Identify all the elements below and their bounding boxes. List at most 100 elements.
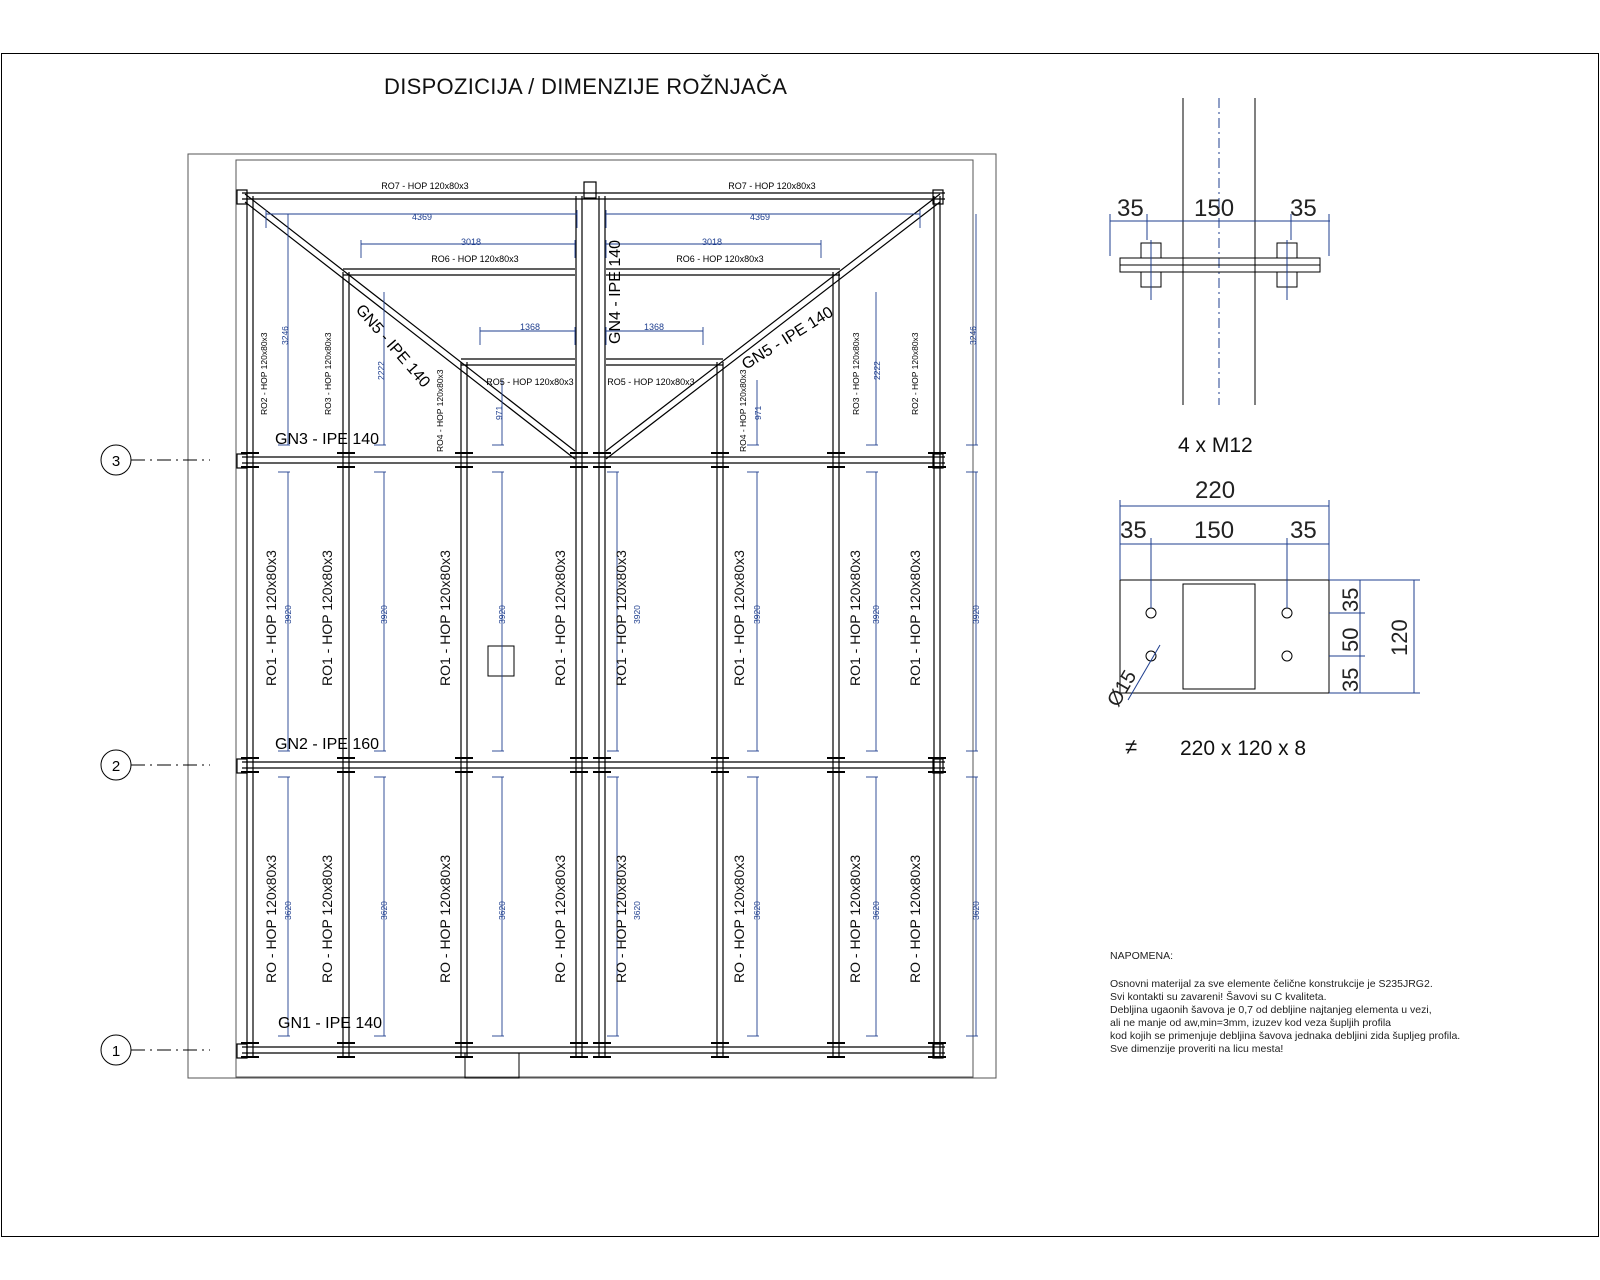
detail-plate-symbol: ≠: [1125, 734, 1137, 759]
bay-member-label: RO1 - HOP 120x80x3: [437, 550, 453, 686]
end-plate: [236, 1043, 248, 1059]
diagonal-line: [605, 193, 941, 452]
ro7-right-label: RO7 - HOP 120x80x3: [728, 181, 815, 191]
bay-dim-label: 3920: [752, 605, 762, 624]
upper-vertical-dim-5: 2222: [872, 361, 882, 380]
bay-dim-label: 3920: [379, 605, 389, 624]
connection-detail: [1109, 98, 1420, 701]
bay-member-label: RO1 - HOP 120x80x3: [263, 550, 279, 686]
note-line: Svi kontakti su zavareni! Šavovi su C kv…: [1110, 991, 1327, 1003]
axis-label-3: 3: [112, 453, 120, 470]
end-plate: [236, 453, 248, 469]
detail-plate-dim-3: 35: [1290, 517, 1317, 544]
gn4-label: GN4 - IPE 140: [607, 240, 624, 344]
axis-label-1: 1: [112, 1043, 120, 1060]
detail-plate-height: 120: [1387, 619, 1412, 656]
bay-dim-label: 3620: [971, 901, 981, 920]
plan-inner-border: [235, 159, 974, 1078]
detail-side-dim-3: 35: [1338, 668, 1363, 692]
ro6-left-label: RO6 - HOP 120x80x3: [431, 254, 518, 264]
note-line: kod kojih se primenjuje debljina šavova …: [1110, 1030, 1461, 1042]
note-block: NAPOMENA: Osnovni materijal za sve eleme…: [1110, 950, 1460, 1056]
end-plate: [932, 189, 944, 205]
girder-gn1-label: GN1 - IPE 140: [278, 1015, 382, 1032]
end-plate: [236, 189, 248, 205]
bay-member-label: RO1 - HOP 120x80x3: [907, 550, 923, 686]
upper-vertical-dim-2: 2222: [376, 361, 386, 380]
dim-ro6-right: 3018: [702, 237, 722, 247]
dim-top-right: 4369: [750, 212, 770, 222]
gn5-right-label: GN5 - IPE 140: [739, 304, 836, 374]
axis-markers: 3 2 1: [100, 444, 210, 1066]
plan-outer-border: [187, 153, 997, 1079]
detail-bolts-label: 4 x M12: [1178, 434, 1253, 457]
opening-rect: [487, 645, 515, 677]
bay-dim-label: 3920: [871, 605, 881, 624]
entry-rect: [464, 1052, 520, 1079]
bay-dim-label: 3920: [497, 605, 507, 624]
detail-top-dim-2: 150: [1194, 195, 1234, 222]
detail-plate-width: 220: [1195, 477, 1235, 504]
upper-vertical-label-4: RO4 - HOP 120x80x3: [738, 369, 748, 452]
bay-member-label: RO1 - HOP 120x80x3: [319, 550, 335, 686]
bay-member-label: RO1 - HOP 120x80x3: [847, 550, 863, 686]
axis-label-2: 2: [112, 758, 120, 775]
upper-vertical-label-5: RO3 - HOP 120x80x3: [851, 332, 861, 415]
note-title: NAPOMENA:: [1110, 950, 1174, 962]
bay-dim-label: 3620: [752, 901, 762, 920]
bay-member-label: RO - HOP 120x80x3: [263, 855, 279, 983]
note-line: Sve dimenzije proveriti na licu mesta!: [1110, 1043, 1284, 1055]
bay-dim-label: 3920: [283, 605, 293, 624]
upper-vertical-label-3: RO4 - HOP 120x80x3: [435, 369, 445, 452]
girder-gn2-label: GN2 - IPE 160: [275, 736, 379, 753]
diagonal-line: [605, 201, 941, 460]
detail-hole-label: Ø15: [1103, 667, 1141, 711]
upper-vertical-label-1: RO2 - HOP 120x80x3: [259, 332, 269, 415]
bay-dim-label: 3620: [497, 901, 507, 920]
detail-plate-label: 220 x 120 x 8: [1180, 737, 1306, 760]
ridge-post: [583, 181, 597, 199]
bay-member-label: RO1 - HOP 120x80x3: [613, 550, 629, 686]
bay-dim-label: 3620: [283, 901, 293, 920]
gn5-left-label: GN5 - IPE 140: [352, 301, 433, 391]
bay-member-label: RO - HOP 120x80x3: [613, 855, 629, 983]
ro5-right-label: RO5 - HOP 120x80x3: [607, 377, 694, 387]
detail-plate-dim-1: 35: [1120, 517, 1147, 544]
detail-top-dim-1: 35: [1117, 195, 1144, 222]
girder-gn3-label: GN3 - IPE 140: [275, 431, 379, 448]
upper-vertical-label-6: RO2 - HOP 120x80x3: [910, 332, 920, 415]
bay-dim-label: 3620: [871, 901, 881, 920]
bay-dim-label: 3920: [971, 605, 981, 624]
detail-top-dim-3: 35: [1290, 195, 1317, 222]
detail-side-dim-1: 35: [1338, 588, 1363, 612]
note-line: ali ne manje od aw,min=3mm, izuzev kod v…: [1110, 1017, 1392, 1029]
dim-ro5-left: 1368: [520, 322, 540, 332]
upper-vertical-dim-3: 971: [494, 406, 504, 420]
ro7-left-label: RO7 - HOP 120x80x3: [381, 181, 468, 191]
dim-top-left: 4369: [412, 212, 432, 222]
drawing-title: DISPOZICIJA / DIMENZIJE ROŽNJAČA: [384, 74, 788, 99]
ro6-right-label: RO6 - HOP 120x80x3: [676, 254, 763, 264]
bay-member-label: RO - HOP 120x80x3: [731, 855, 747, 983]
bay-member-label: RO - HOP 120x80x3: [319, 855, 335, 983]
detail-plate-dim-2: 150: [1194, 517, 1234, 544]
bay-member-label: RO1 - HOP 120x80x3: [552, 550, 568, 686]
ro5-left-label: RO5 - HOP 120x80x3: [486, 377, 573, 387]
bay-dim-label: 3620: [632, 901, 642, 920]
note-line: Osnovni materijal za sve elemente čeličn…: [1110, 978, 1433, 990]
drawing-frame: [1, 53, 1599, 1237]
bay-member-label: RO - HOP 120x80x3: [552, 855, 568, 983]
bay-member-label: RO - HOP 120x80x3: [847, 855, 863, 983]
dim-ro5-right: 1368: [644, 322, 664, 332]
upper-vertical-dim-6: 3246: [968, 326, 978, 345]
bay-member-label: RO - HOP 120x80x3: [907, 855, 923, 983]
bay-member-label: RO - HOP 120x80x3: [437, 855, 453, 983]
detail-side-dim-2: 50: [1338, 628, 1363, 652]
dim-ro6-left: 3018: [461, 237, 481, 247]
bay-dim-label: 3620: [379, 901, 389, 920]
upper-vertical-label-2: RO3 - HOP 120x80x3: [323, 332, 333, 415]
bay-dim-label: 3920: [632, 605, 642, 624]
diagonal-line: [244, 193, 576, 452]
bay-member-label: RO1 - HOP 120x80x3: [731, 550, 747, 686]
